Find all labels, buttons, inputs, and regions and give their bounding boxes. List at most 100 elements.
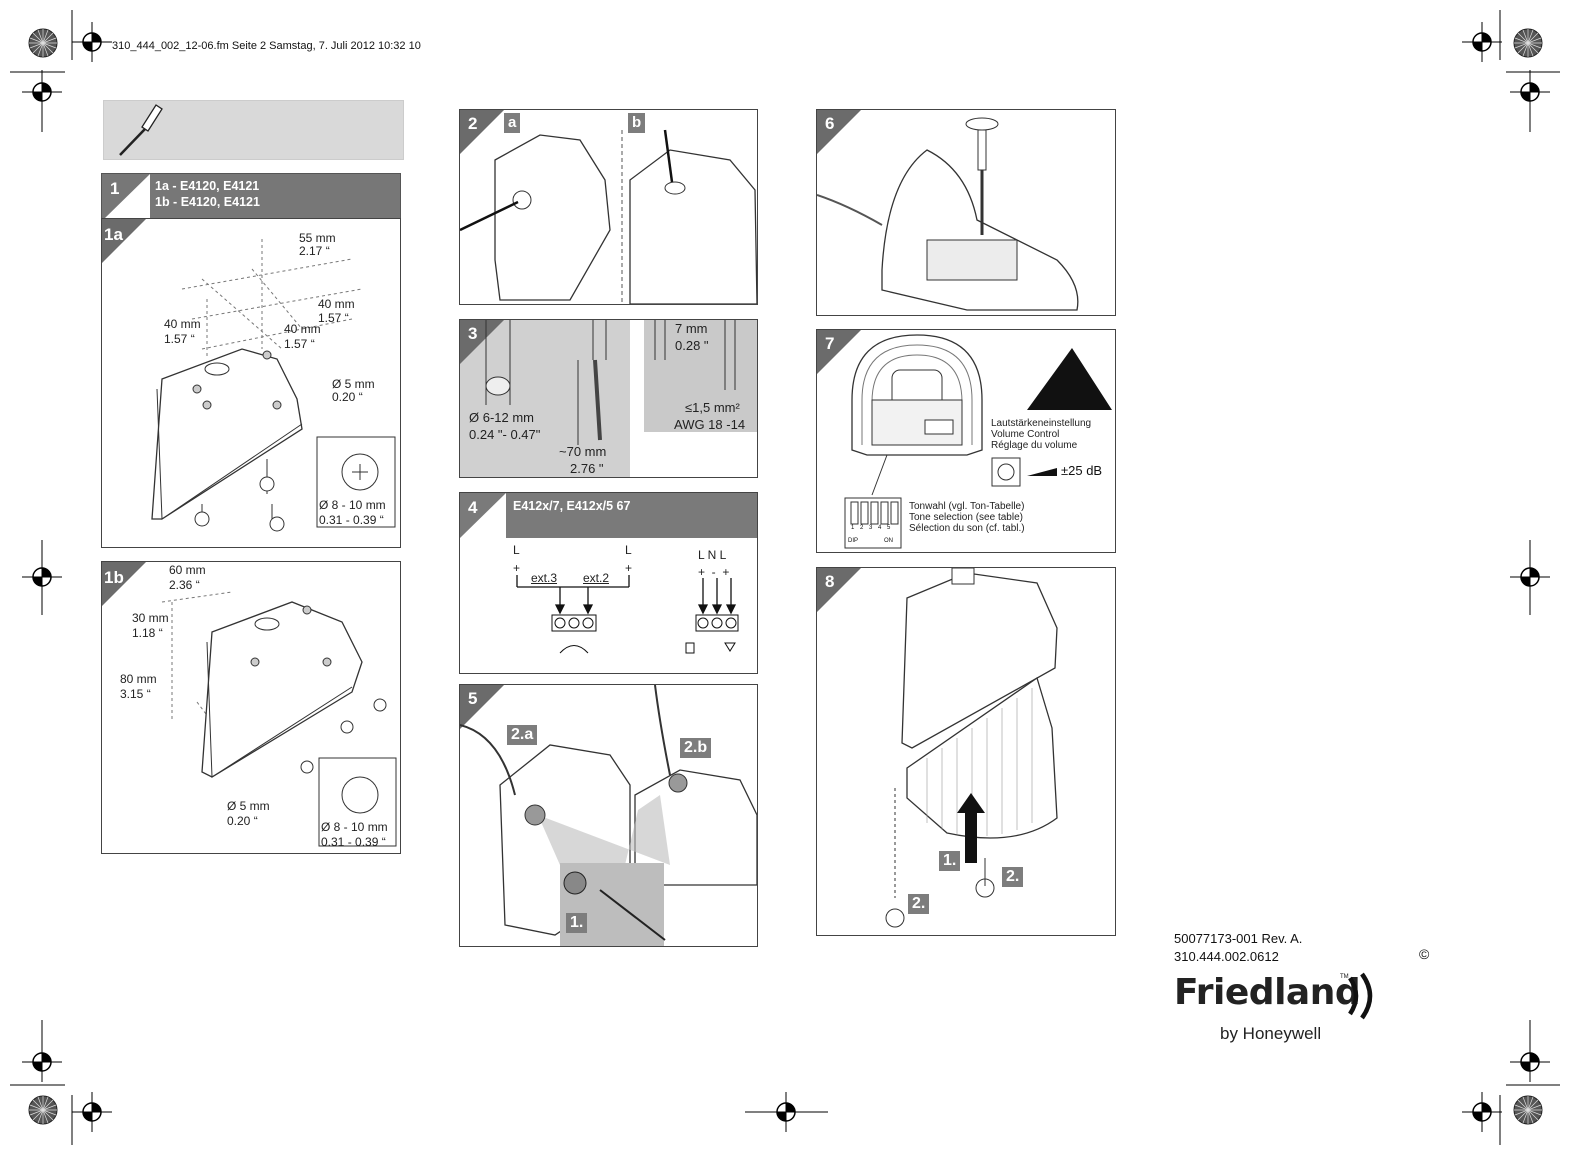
label-l-right: L bbox=[625, 543, 632, 557]
mounting-drawing bbox=[151, 239, 396, 532]
dip-label: DIP bbox=[848, 538, 859, 544]
copyright-symbol: © bbox=[1419, 946, 1430, 962]
dim-wire-section: ≤1,5 mm² bbox=[685, 400, 740, 415]
panel-tag: 1a bbox=[104, 225, 123, 244]
step-1-tag: 1. bbox=[939, 851, 961, 871]
panel-5: 5 2.a 2.b 1. bbox=[459, 684, 758, 947]
step-a-tag: a bbox=[504, 113, 521, 133]
dim-40mm-right: 40 mm bbox=[318, 297, 355, 311]
models-line-1: 1a - E4120, E4121 bbox=[155, 179, 260, 193]
dim-strip-length: ~70 mm bbox=[559, 444, 607, 459]
dim-80mm-inch: 3.15 “ bbox=[120, 687, 151, 701]
pcb-drawing bbox=[844, 334, 1112, 549]
dim-40mm-right-inch: 1.57 “ bbox=[318, 311, 349, 325]
dim-30mm: 30 mm bbox=[132, 611, 169, 625]
panel-7: 7 Lautstärkeneinstellung Volume Control … bbox=[816, 329, 1116, 553]
dim-8-10mm-inch: 0.31 - 0.39 “ bbox=[319, 513, 384, 527]
panel-number: 5 bbox=[468, 689, 478, 708]
step-1-tag: 1. bbox=[566, 913, 588, 933]
brand-tagline: by Honeywell bbox=[1220, 1024, 1322, 1043]
panel-3: 3 Ø 6-12 mm 0.24 "- 0.47" ~70 mm 2.76 " … bbox=[459, 319, 758, 478]
panel-4-title: E412x/7, E412x/5 67 bbox=[513, 499, 631, 513]
tone-label-en: Tone selection (see table) bbox=[909, 512, 1023, 523]
panel-number: 2 bbox=[468, 114, 478, 133]
terminal-drawing bbox=[817, 117, 1079, 311]
panel-number: 4 bbox=[468, 498, 478, 517]
panel-1-header: 1 1a - E4120, E4121 1b - E4120, E4121 bbox=[101, 173, 401, 220]
label-plus-left: + bbox=[513, 561, 521, 575]
panel-tag: 1b bbox=[104, 568, 124, 587]
panel-8: 8 1. 2. 2. bbox=[816, 567, 1116, 936]
dim-80mm: 80 mm bbox=[120, 672, 157, 686]
doc-code: 310.444.002.0612 bbox=[1174, 949, 1279, 964]
dim-40mm-mid-inch: 1.57 “ bbox=[284, 337, 315, 351]
doc-number: 50077173-001 Rev. A. bbox=[1174, 931, 1303, 946]
tool-box bbox=[103, 100, 404, 160]
dim-5mm-inch: 0.20 “ bbox=[227, 814, 258, 828]
volume-label-de: Lautstärkeneinstellung bbox=[991, 418, 1092, 429]
step-b-tag: b bbox=[628, 113, 646, 133]
cable-entry-drawing bbox=[460, 685, 757, 946]
step-2-tag-right: 2. bbox=[1002, 867, 1024, 887]
label-ext3: ext.3 bbox=[531, 571, 558, 585]
panel-2: 2 a b bbox=[459, 109, 758, 305]
dim-60mm-inch: 2.36 “ bbox=[169, 578, 200, 592]
label-plus-right: + bbox=[625, 561, 633, 575]
dim-cable-diameter-inch: 0.24 "- 0.47" bbox=[469, 427, 541, 442]
cover-drawing bbox=[460, 129, 757, 304]
mounting-drawing bbox=[161, 591, 397, 847]
label-lnl: L N L bbox=[698, 548, 727, 562]
file-header: 310_444_002_12-06.fm Seite 2 Samstag, 7.… bbox=[112, 40, 421, 52]
screwdriver-icon bbox=[119, 104, 163, 156]
cable-strip-drawing bbox=[485, 320, 736, 445]
dim-strip-length-inch: 2.76 " bbox=[570, 461, 604, 476]
dim-8-10mm-inch: 0.31 - 0.39 “ bbox=[321, 835, 386, 849]
panel-number: 7 bbox=[825, 334, 835, 353]
panel-4: 4 E412x/7, E412x/5 67 L L + + ext.3 ext.… bbox=[459, 492, 758, 674]
brand-logo: Friedland TM by Honeywell bbox=[1174, 972, 1404, 1052]
volume-range: ±25 dB bbox=[1061, 463, 1103, 478]
panel-number: 6 bbox=[825, 114, 835, 133]
dim-5mm: Ø 5 mm bbox=[332, 377, 375, 391]
on-label: ON bbox=[884, 538, 893, 544]
label-ext2: ext.2 bbox=[583, 571, 610, 585]
tone-label-de: Tonwahl (vgl. Ton-Tabelle) bbox=[909, 501, 1025, 512]
panel-1b: 1b 60 mm 2.36 “ 30 mm 1.18 “ 80 mm 3.15 … bbox=[101, 561, 401, 854]
dim-5mm-inch: 0.20 “ bbox=[332, 390, 363, 404]
panel-number: 1 bbox=[110, 179, 120, 198]
dim-wire-strip: 7 mm bbox=[675, 321, 708, 336]
step-2a-tag: 2.a bbox=[507, 725, 538, 745]
dim-30mm-inch: 1.18 “ bbox=[132, 626, 163, 640]
wiring-diagram bbox=[516, 575, 739, 654]
panel-1a: 1a 55 mm 2.17 “ 40 mm 1.57 “ 40 mm 1.57 … bbox=[101, 218, 401, 548]
step-2-tag-left: 2. bbox=[908, 894, 930, 914]
dim-wire-strip-inch: 0.28 " bbox=[675, 338, 709, 353]
tone-label-fr: Sélection du son (cf. tabl.) bbox=[909, 523, 1025, 534]
label-l-left: L bbox=[513, 543, 520, 557]
panel-6: 6 bbox=[816, 109, 1116, 316]
volume-label-en: Volume Control bbox=[991, 429, 1060, 440]
dim-40mm-left: 40 mm bbox=[164, 317, 201, 331]
dim-40mm-left-inch: 1.57 “ bbox=[164, 332, 195, 346]
volume-label-fr: Réglage du volume bbox=[991, 440, 1078, 451]
step-2b-tag: 2.b bbox=[680, 738, 712, 758]
dim-awg: AWG 18 -14 bbox=[674, 417, 746, 432]
dip-numbers: 1 2 3 4 5 bbox=[851, 525, 893, 531]
panel-number: 8 bbox=[825, 572, 835, 591]
dim-cable-diameter: Ø 6-12 mm bbox=[469, 410, 535, 425]
trademark: TM bbox=[1340, 974, 1349, 980]
dim-5mm: Ø 5 mm bbox=[227, 799, 270, 813]
cover-close-drawing bbox=[885, 568, 1058, 928]
label-plus-minus-plus: + - + bbox=[698, 565, 730, 579]
models-line-2: 1b - E4120, E4121 bbox=[155, 195, 260, 209]
dim-8-10mm: Ø 8 - 10 mm bbox=[321, 820, 388, 834]
dim-60mm: 60 mm bbox=[169, 563, 206, 577]
sound-waves-icon bbox=[1348, 972, 1373, 1020]
brand-name: Friedland bbox=[1174, 972, 1361, 1013]
panel-number: 3 bbox=[468, 324, 478, 343]
dim-8-10mm: Ø 8 - 10 mm bbox=[319, 498, 386, 512]
dim-55mm: 55 mm bbox=[299, 231, 336, 245]
dim-55mm-inch: 2.17 “ bbox=[299, 244, 330, 258]
dim-40mm-mid: 40 mm bbox=[284, 322, 321, 336]
